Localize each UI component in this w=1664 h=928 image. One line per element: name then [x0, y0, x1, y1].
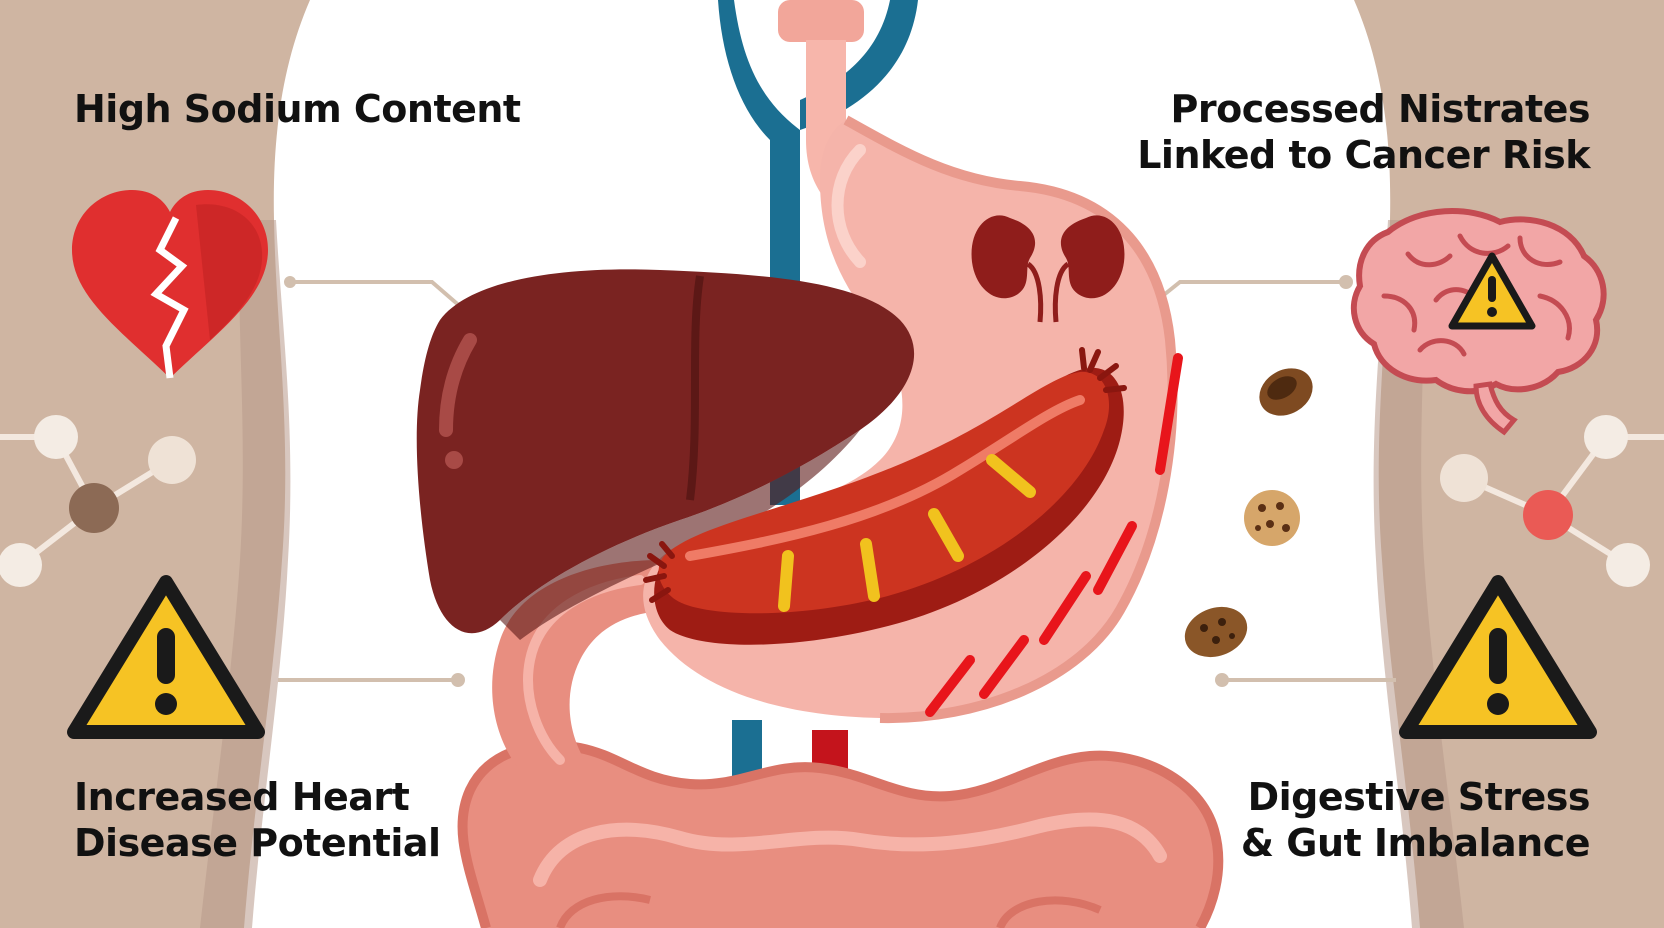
kidneys-icon	[971, 215, 1125, 323]
sausage	[643, 347, 1127, 645]
label-high-sodium-line-1: High Sodium Content	[74, 87, 521, 131]
inflammation-streaks	[925, 353, 1183, 717]
label-heart-disease-line-2: Disease Potential	[74, 821, 441, 865]
liver	[416, 269, 915, 640]
broken-heart-icon	[72, 190, 268, 379]
label-processed-nitrates-line-1: Processed Nistrates	[1170, 87, 1591, 131]
food-crumbs-icon	[1184, 368, 1313, 658]
brain-warning-icon	[1350, 208, 1607, 436]
warning-icon-right	[1399, 575, 1597, 739]
label-processed-nitrates: Processed Nistrates Linked to Cancer Ris…	[1137, 86, 1590, 178]
molecule-left-icon	[0, 415, 196, 587]
label-processed-nitrates-line-2: Linked to Cancer Risk	[1137, 133, 1590, 177]
label-digestive-stress: Digestive Stress & Gut Imbalance	[1240, 774, 1591, 866]
label-digestive-stress-line-1: Digestive Stress	[1247, 775, 1591, 819]
molecule-right-icon	[1440, 415, 1664, 587]
connector-lines	[278, 275, 1396, 687]
warning-icon-left	[67, 575, 265, 739]
label-heart-disease: Increased Heart Disease Potential	[74, 774, 441, 866]
label-high-sodium: High Sodium Content	[74, 86, 521, 132]
label-digestive-stress-line-2: & Gut Imbalance	[1240, 821, 1591, 865]
label-heart-disease-line-1: Increased Heart	[74, 775, 410, 819]
